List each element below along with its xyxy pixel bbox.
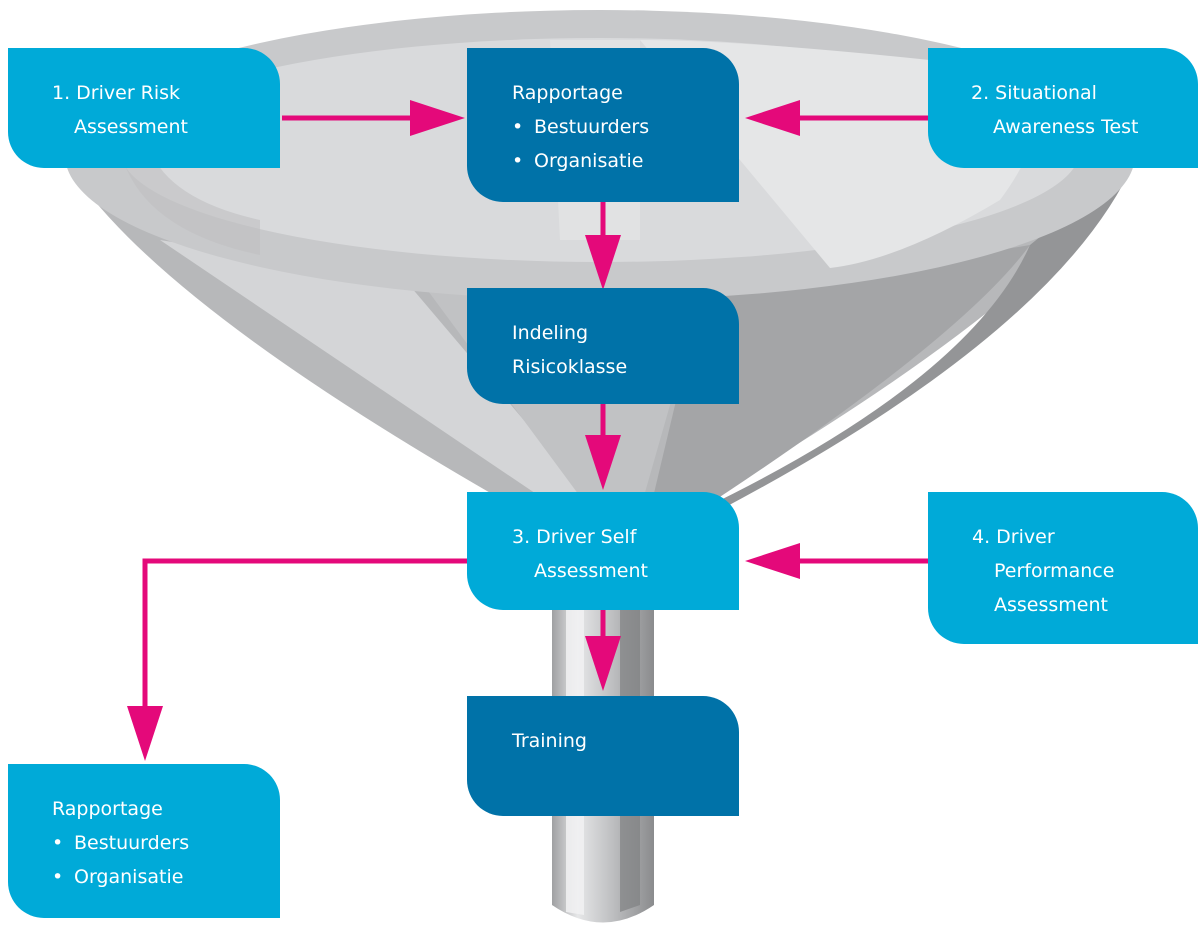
flow-arrows (127, 100, 928, 761)
driver-performance-assessment-box: 4. Driver Performance Assessment (928, 492, 1198, 644)
arrow-situational-to-rapportage (745, 100, 928, 136)
box-label: Indeling (512, 322, 589, 344)
rapportage-bottom-box: Rapportage Bestuurders Organisatie (8, 764, 280, 918)
bullet-item: Bestuurders (512, 110, 739, 144)
box-label: Training (512, 730, 587, 752)
arrow-self-assessment-to-rapportage-bottom (127, 558, 467, 761)
box-label: Assessment (994, 594, 1108, 616)
arrow-self-assessment-to-training (585, 610, 621, 691)
box-label: 2. Situational (971, 82, 1097, 104)
box-label: Awareness Test (993, 116, 1139, 138)
arrow-rapportage-to-indeling (585, 202, 621, 290)
box-label: Assessment (534, 560, 648, 582)
box-label: 3. Driver Self (512, 526, 637, 548)
driver-self-assessment-box: 3. Driver Self Assessment (467, 492, 739, 610)
driver-risk-assessment-box: 1. Driver Risk Assessment (8, 48, 280, 168)
bullet-item: Organisatie (512, 144, 739, 178)
training-box: Training (467, 696, 739, 816)
indeling-risicoklasse-box: Indeling Risicoklasse (467, 288, 739, 404)
box-label: 1. Driver Risk (52, 82, 181, 104)
arrow-driver-risk-to-rapportage (282, 100, 465, 136)
box-label: Risicoklasse (512, 356, 628, 378)
bullet-item: Bestuurders (52, 826, 280, 860)
box-label: Performance (994, 560, 1115, 582)
box-label: Assessment (74, 116, 188, 138)
situational-awareness-test-box: 2. Situational Awareness Test (928, 48, 1198, 168)
bullet-item: Organisatie (52, 860, 280, 894)
rapportage-top-box: Rapportage Bestuurders Organisatie (467, 48, 739, 202)
box-title: Rapportage (512, 82, 623, 104)
arrow-performance-to-self-assessment (745, 543, 928, 579)
arrow-indeling-to-self-assessment (585, 404, 621, 490)
box-label: 4. Driver (972, 526, 1055, 548)
box-title: Rapportage (52, 798, 163, 820)
